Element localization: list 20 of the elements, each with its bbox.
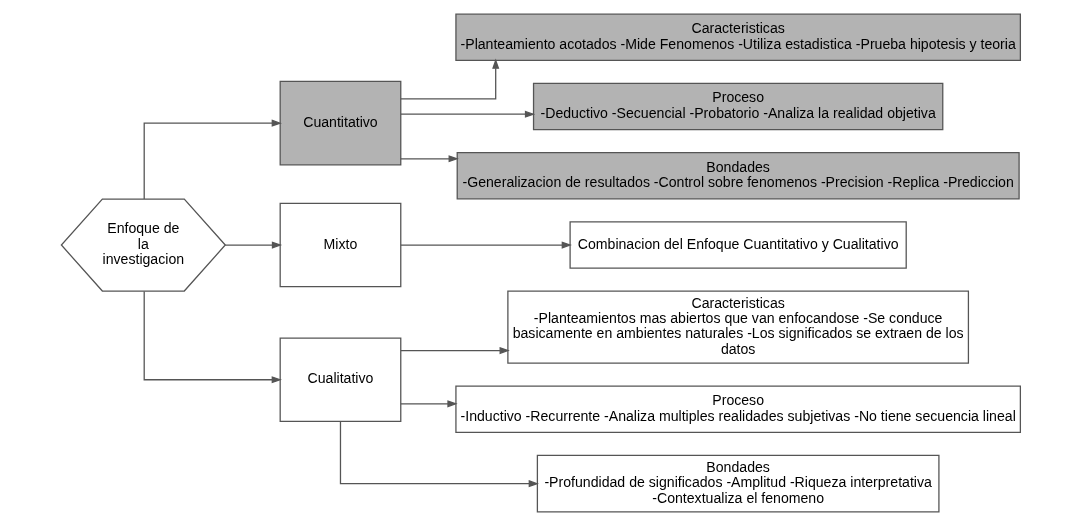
- node-box: Proceso -Inductivo -Recurrente -Analiza multiples realidades subjetivas -No tiene secuencia lineal: [454, 385, 1021, 433]
- node-box: Proceso -Deductivo -Secuencial -Probatorio -Analiza la realidad objetiva: [532, 82, 943, 130]
- node-box: Bondades -Profundidad de significados -Amplitud -Riqueza interpretativa -Contextualiza el fenomeno: [536, 454, 940, 512]
- node-box: Cualitativo: [279, 336, 401, 422]
- node-box: Cuantitativo: [279, 80, 401, 165]
- arrow: [399, 399, 458, 407]
- arrow: [399, 154, 459, 162]
- node-box: Bondades -Generalizacion de resultados -Control sobre fenomenos -Precision -Replica -Prediccion: [456, 151, 1020, 199]
- arrow: [339, 420, 539, 487]
- node-box: Mixto: [279, 202, 401, 287]
- arrow: [399, 58, 499, 99]
- arrow: [399, 110, 535, 118]
- arrow: [399, 346, 510, 354]
- node-box: Caracteristicas -Planteamiento acotados -Mide Fenomenos -Utiliza estadistica -Prueba hipotesis y teoria: [454, 13, 1021, 61]
- arrow: [143, 119, 282, 200]
- node-box: Caracteristicas -Planteamientos mas abiertos que van enfocandose -Se conduce basicamente en ambientes naturales -Los significados se extraen de los datos: [506, 290, 969, 364]
- arrow: [143, 290, 282, 383]
- arrow: [224, 240, 282, 249]
- node-box: Combinacion del Enfoque Cuantitativo y Cualitativo: [568, 220, 907, 269]
- arrow: [399, 240, 572, 249]
